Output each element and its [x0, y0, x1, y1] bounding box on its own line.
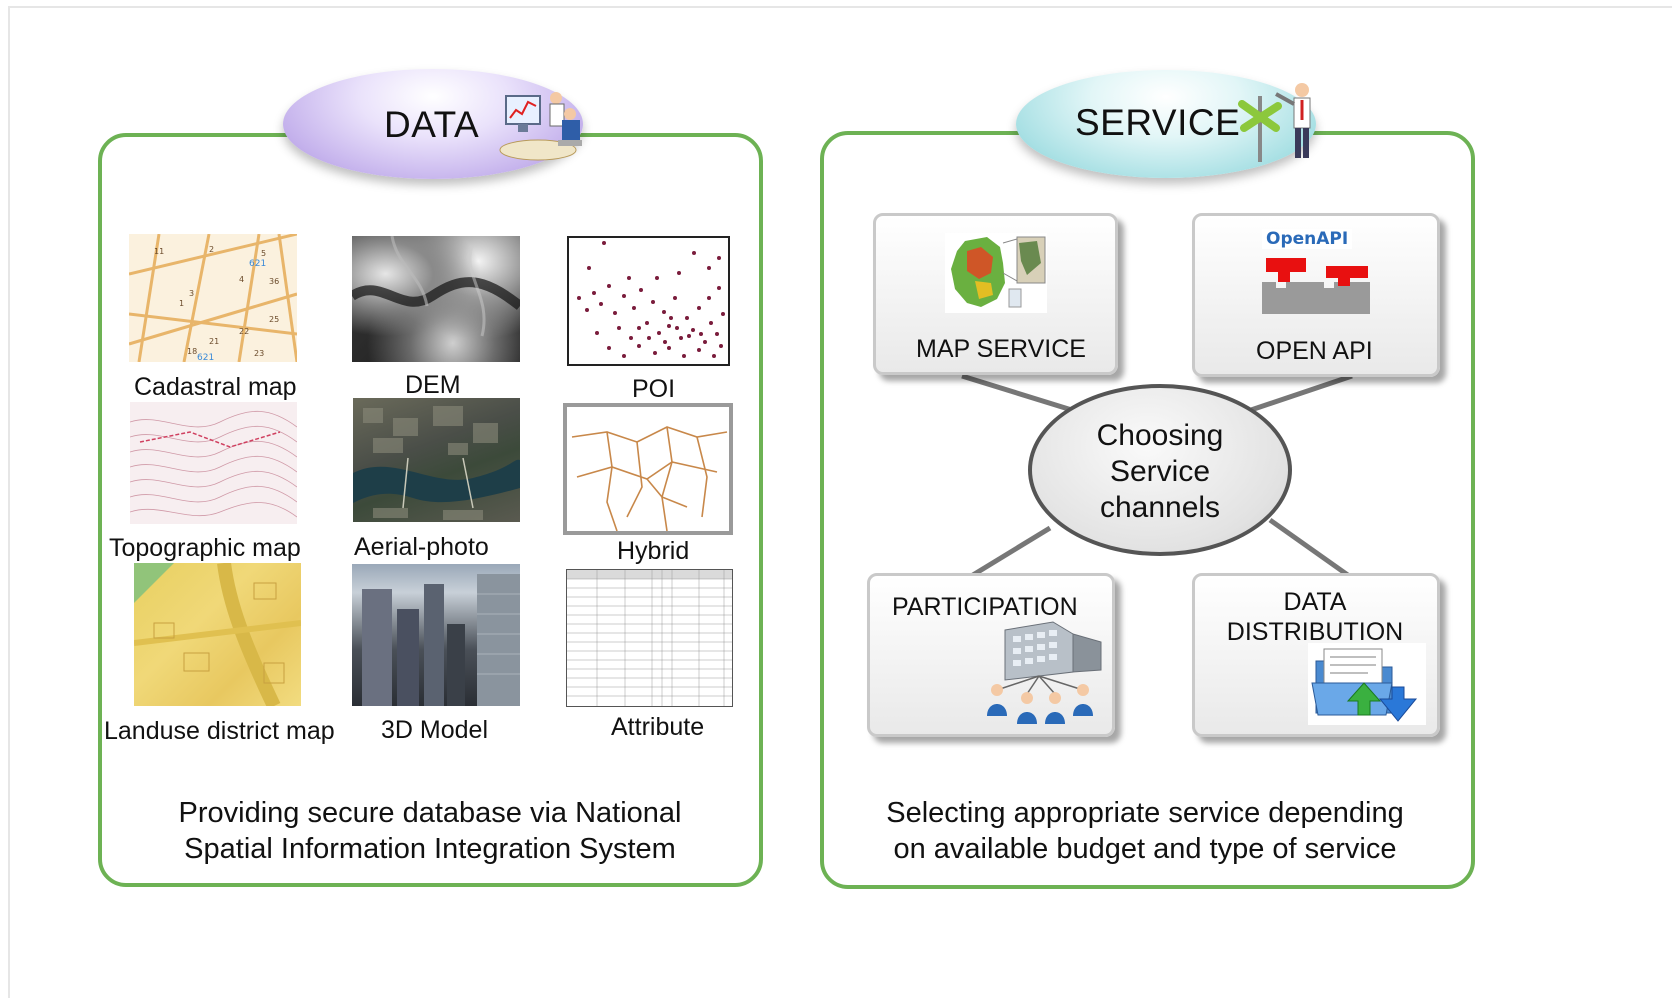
svg-text:22: 22: [239, 327, 249, 336]
svg-text:5: 5: [261, 249, 266, 258]
svg-text:25: 25: [269, 315, 279, 324]
data-description-line2: Spatial Information Integration System: [184, 833, 676, 865]
landuse-district-map-image: [134, 563, 301, 706]
topographic-map-label: Topographic map: [109, 534, 301, 562]
api-blocks-icon: [1262, 254, 1370, 314]
service-description-line1: Selecting appropriate service depending: [886, 797, 1404, 829]
building-people-icon: [983, 620, 1103, 724]
center-line1: Choosing: [1096, 419, 1224, 452]
dem-label: DEM: [405, 371, 461, 399]
map-service-label: MAP SERVICE: [916, 335, 1086, 363]
data-description: Providing secure database via National S…: [120, 795, 740, 867]
svg-text:36: 36: [269, 277, 279, 286]
svg-text:21: 21: [209, 337, 219, 346]
poi-label: POI: [632, 375, 676, 403]
choosing-service-channels-oval: [1028, 384, 1292, 556]
aerial-photo-label: Aerial-photo: [354, 533, 489, 561]
hybrid-image: [563, 403, 733, 535]
korea-map-icon: [945, 233, 1047, 313]
center-line2: Service: [1109, 455, 1211, 488]
signpost-presenter-illustration: [1236, 76, 1326, 164]
svg-text:11: 11: [154, 247, 164, 256]
3d-model-label: 3D Model: [381, 716, 488, 744]
folder-transfer-icon: [1308, 643, 1426, 725]
cadastral-map-label: Cadastral map: [134, 373, 297, 401]
landuse-district-map-label: Landuse district map: [104, 717, 335, 745]
svg-text:2: 2: [209, 245, 214, 254]
data-analyst-illustration: [498, 84, 588, 164]
open-api-logo: OpenAPI: [1262, 229, 1353, 249]
svg-text:621: 621: [249, 259, 266, 269]
svg-text:621: 621: [197, 353, 214, 362]
service-description: Selecting appropriate service depending …: [830, 795, 1460, 867]
aerial-photo-image: [353, 398, 520, 522]
svg-text:4: 4: [239, 275, 244, 284]
participation-label: PARTICIPATION: [892, 593, 1078, 621]
service-title: SERVICE: [1075, 102, 1241, 143]
service-description-line2: on available budget and type of service: [893, 833, 1397, 865]
dem-image: [352, 236, 520, 362]
data-description-line1: Providing secure database via National: [178, 797, 682, 829]
svg-text:1: 1: [179, 299, 184, 308]
data-distribution-label: DATA DISTRIBUTION: [1222, 587, 1408, 647]
data-distribution-line2: DISTRIBUTION: [1226, 618, 1404, 646]
data-title: DATA: [384, 104, 480, 145]
hybrid-label: Hybrid: [617, 537, 690, 565]
choosing-service-channels-text: Choosing Service channels: [1040, 418, 1280, 526]
3d-model-image: [352, 564, 520, 706]
svg-text:3: 3: [189, 289, 194, 298]
open-api-label: OPEN API: [1256, 337, 1373, 365]
attribute-table-image: [566, 569, 733, 707]
center-line3: channels: [1099, 491, 1221, 524]
data-distribution-line1: DATA: [1283, 588, 1347, 616]
topographic-map-image: [130, 402, 297, 524]
attribute-label: Attribute: [611, 713, 705, 741]
poi-image: [567, 236, 730, 366]
svg-text:18: 18: [187, 347, 197, 356]
page-frame: [8, 6, 1672, 998]
svg-text:23: 23: [254, 349, 264, 358]
